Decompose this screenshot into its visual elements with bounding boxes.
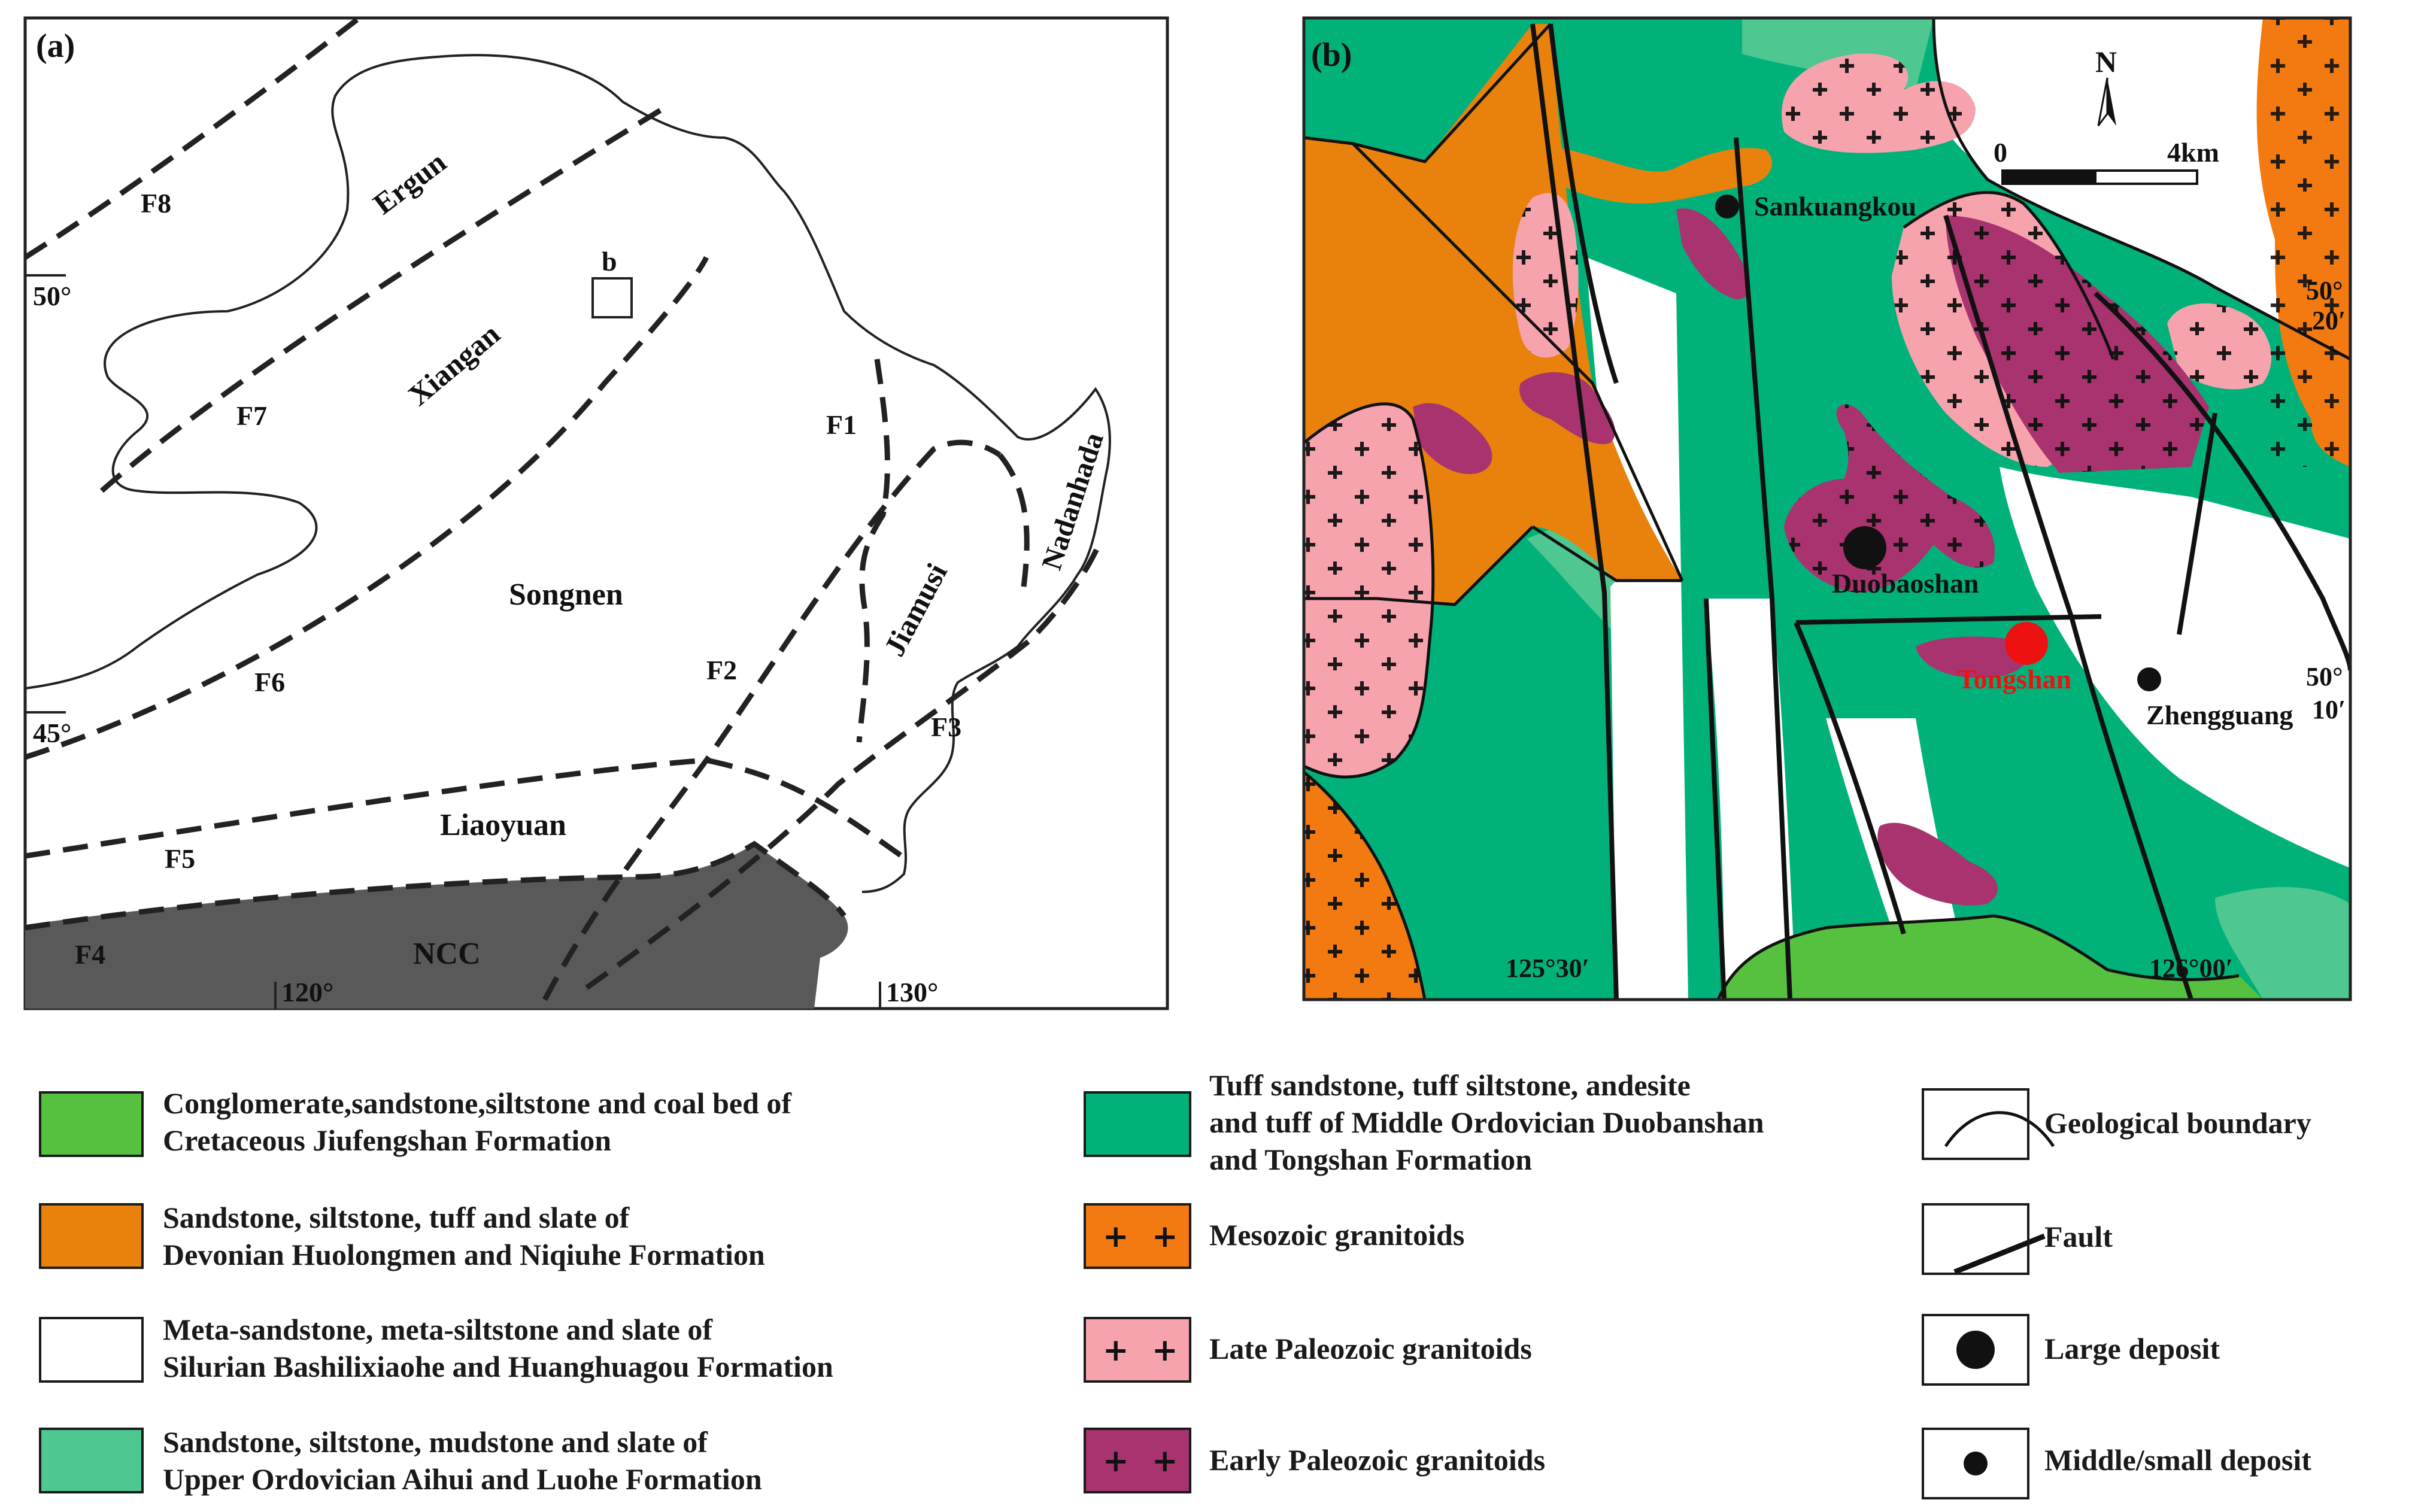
- fault-label-f2: F2: [706, 655, 737, 685]
- lat-50-20-deg: 50°: [2306, 276, 2343, 305]
- deposit-zhengguang-label: Zhengguang: [2146, 700, 2293, 730]
- fault-f2: [542, 439, 1002, 1001]
- legend-swatch-late-paleozoic: + +: [1084, 1317, 1191, 1383]
- faults-b: [1530, 23, 2350, 1000]
- panel-b-map: (b) N 0 4km 50° 20′ 50° 10′ 125°30′ 126°…: [1302, 16, 2352, 1001]
- granitoid-crosses: [1304, 53, 2272, 1000]
- lat-50-10-deg: 50°: [2306, 662, 2343, 691]
- panel-a-map: (a) b 50° 45° 120° 130° F8 F7 F6 F5 F4 F…: [23, 16, 1169, 1010]
- legend-text-fault: Fault: [2044, 1220, 2113, 1253]
- unit-early-paleozoic-south: [1877, 822, 1998, 906]
- unit-early-paleozoic-tongshan: [1916, 636, 2028, 678]
- legend-text-silurian: Meta-sandstone, meta-siltstone and slate…: [163, 1313, 833, 1383]
- block-liaoyuan: Liaoyuan: [440, 808, 566, 842]
- plus-icon: +: [1103, 1443, 1129, 1479]
- unit-early-paleozoic-west-2: [1519, 372, 1616, 444]
- legend-box-boundary: [1922, 1088, 2029, 1160]
- unit-silurian-top: [1934, 18, 2275, 311]
- inset-box-b: [591, 277, 633, 318]
- deposit-zhengguang-marker: [2137, 667, 2161, 691]
- legend-text-middle-ordovician: Tuff sandstone, tuff siltstone, andesite…: [1209, 1068, 1764, 1176]
- legend-box-large-deposit: [1922, 1314, 2029, 1386]
- fault-label-f7: F7: [236, 400, 267, 431]
- fault-f6: [25, 256, 709, 760]
- ncc-block: [25, 844, 848, 1009]
- unit-early-paleozoic-north: [1676, 208, 1750, 299]
- deposit-tongshan-marker: [2005, 622, 2048, 665]
- deposit-sankuangkou-label: Sankuangkou: [1754, 191, 1916, 221]
- scale-end-label: 4km: [2167, 137, 2219, 168]
- legend-symbols: [1944, 1111, 2055, 1475]
- legend-swatch-upper-ordovician: [39, 1428, 144, 1493]
- unit-devonian-arm: [1529, 147, 1772, 204]
- block-ncc: NCC: [413, 937, 481, 971]
- legend-text-large-deposit: Large deposit: [2044, 1332, 2220, 1365]
- legend-text-small-deposit: Middle/small deposit: [2044, 1443, 2311, 1477]
- legend-swatch-early-paleozoic: + +: [1084, 1428, 1191, 1493]
- north-arrow-icon: [2097, 77, 2116, 126]
- lat-50-label: 50°: [33, 281, 71, 311]
- legend-swatch-cretaceous: [39, 1091, 144, 1157]
- fault-label-f3: F3: [931, 712, 961, 742]
- fault-f4: [25, 840, 847, 931]
- deposit-duobaoshan-label: Duobaoshan: [1832, 568, 1979, 599]
- legend-swatch-middle-ordovician: [1084, 1091, 1191, 1157]
- scale-start-label: 0: [1994, 137, 2007, 168]
- scale-bar: [2001, 169, 2198, 185]
- legend-box-fault: [1922, 1203, 2029, 1275]
- lon-130-label: 130°: [886, 977, 938, 1007]
- lon-126-00-label: 126°00′: [2149, 954, 2233, 983]
- fault-f5: [25, 757, 912, 864]
- legend-text-late-paleozoic: Late Paleozoic granitoids: [1209, 1332, 1532, 1365]
- block-songnen: Songnen: [509, 578, 623, 612]
- unit-silurian-strip-4: [2000, 467, 2350, 868]
- fault-f8: [25, 18, 361, 260]
- fault-label-f5: F5: [165, 843, 195, 874]
- lat-50-10-min: 10′: [2312, 695, 2346, 724]
- legend-swatch-silurian: [39, 1317, 144, 1383]
- plus-icon: +: [1152, 1443, 1178, 1479]
- legend-text-early-paleozoic: Early Paleozoic granitoids: [1209, 1443, 1546, 1477]
- panel-b-label: (b): [1311, 37, 1352, 74]
- unit-early-paleozoic-west-1: [1413, 403, 1492, 474]
- inset-label-b: b: [602, 246, 617, 277]
- unit-cretaceous: [1718, 916, 2263, 1000]
- legend-text-upper-ordovician: Sandstone, siltstone, mudstone and slate…: [163, 1425, 762, 1496]
- geological-boundaries: [1304, 18, 2350, 1000]
- legend-box-small-deposit: [1922, 1428, 2029, 1499]
- fault-label-f6: F6: [254, 667, 285, 697]
- unit-mesozoic-right-cross: [2263, 18, 2350, 467]
- fault-nadanhada: [997, 453, 1030, 587]
- legend-text-cretaceous: Conglomerate,sandstone,siltstone and coa…: [163, 1086, 792, 1157]
- legend-swatch-mesozoic: + +: [1084, 1203, 1191, 1269]
- legend-swatch-devonian: [39, 1203, 144, 1269]
- plus-icon: +: [1103, 1219, 1129, 1255]
- fault-f1: [856, 359, 890, 743]
- plus-icon: +: [1103, 1332, 1129, 1368]
- unit-devonian-top: [1304, 18, 1473, 144]
- north-label: N: [2095, 45, 2117, 78]
- fault-label-f8: F8: [141, 188, 171, 218]
- lon-125-30-label: 125°30′: [1506, 954, 1589, 983]
- legend-text-mesozoic: Mesozoic granitoids: [1209, 1218, 1465, 1252]
- deposit-duobaoshan-marker: [1843, 526, 1886, 569]
- fault-label-f4: F4: [75, 939, 105, 970]
- plus-icon: +: [1152, 1332, 1178, 1368]
- legend-text-boundary: Geological boundary: [2044, 1106, 2311, 1140]
- fault-f3: [585, 538, 1105, 990]
- plus-icon: +: [1152, 1219, 1178, 1255]
- deposit-tongshan-label: Tongshan: [1958, 664, 2071, 694]
- lon-120-label: 120°: [281, 977, 333, 1007]
- deposit-sankuangkou-marker: [1715, 195, 1739, 218]
- unit-upper-ordovician-br: [2215, 886, 2350, 1000]
- fault-f7: [100, 105, 666, 493]
- fault-label-f1: F1: [826, 409, 857, 440]
- lat-50-20-min: 20′: [2312, 306, 2346, 335]
- lat-45-label: 45°: [33, 718, 71, 748]
- unit-silurian-strip-2: [1706, 599, 1796, 1000]
- panel-a-label: (a): [36, 28, 75, 65]
